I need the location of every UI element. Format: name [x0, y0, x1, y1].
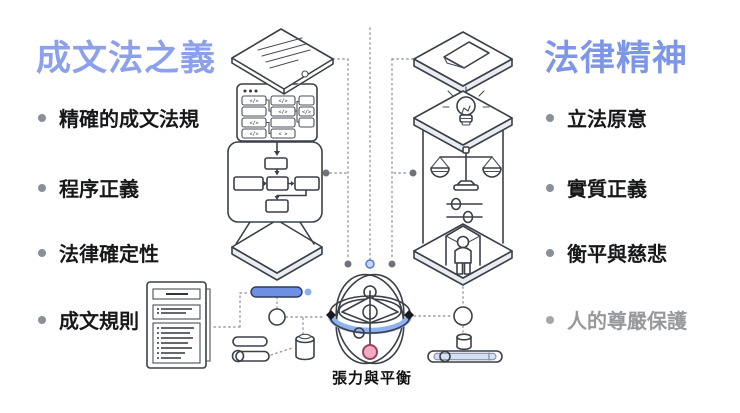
bullet-label: 衡平與慈悲 [567, 244, 667, 266]
code-chip-label: </> [249, 121, 258, 127]
bullet-label: 法律確定性 [59, 244, 159, 266]
bullet-item-right-2: 實質正義 [546, 173, 647, 202]
bullet-dot [546, 248, 554, 257]
bullet-dot [38, 248, 46, 257]
bullet-label: 程序正義 [59, 179, 139, 201]
slider-icon [446, 197, 483, 224]
connector-endpoint-dots [322, 169, 417, 269]
database-cylinder-icon [295, 333, 315, 361]
bullet-label: 精確的成文法規 [59, 109, 199, 131]
node-circle-blue [268, 308, 286, 326]
pill-pink [231, 349, 270, 363]
bullet-dot [38, 113, 46, 122]
tablet-document-icon [231, 28, 334, 95]
bullet-item-left-4: 成文規則 [38, 305, 139, 334]
bullet-item-left-2: 程序正義 [38, 173, 139, 202]
platform-left-icon [231, 219, 323, 281]
justice-channel-lines [422, 123, 504, 244]
progress-pill-blue [250, 286, 312, 298]
bullet-item-left-3: 法律確定性 [38, 238, 159, 267]
bullet-dot [38, 183, 46, 192]
code-chip-label: </> [278, 99, 287, 105]
code-chip-label: </> [249, 99, 258, 105]
connector-dotted-lines [213, 27, 464, 356]
bullet-dot [546, 315, 554, 324]
bullet-label: 人的尊嚴保護 [567, 311, 687, 333]
bullet-dot [38, 315, 46, 324]
pill-slider-icon [427, 350, 503, 363]
pill-neutral [232, 336, 268, 347]
person-platform-icon [413, 223, 513, 286]
bullet-item-right-3: 衡平與慈悲 [546, 238, 667, 267]
bullet-dot [546, 183, 554, 192]
flowchart-icon [227, 140, 323, 245]
bullet-label: 立法原意 [567, 109, 647, 131]
database-cylinder-icon [456, 333, 472, 351]
left-title: 成文法之義 [36, 39, 217, 78]
bullet-item-right-4: 人的尊嚴保護 [546, 305, 687, 334]
bullet-item-right-1: 立法原意 [546, 103, 647, 132]
right-title: 法律精神 [544, 39, 689, 78]
gyroscope-eye-icon [326, 273, 414, 365]
lightbulb-platform-icon [413, 86, 513, 153]
bullet-item-left-1: 精確的成文法規 [38, 103, 199, 132]
bullet-dot [546, 113, 554, 122]
node-circle-pink [453, 306, 473, 326]
code-chip-label: < > [278, 132, 287, 138]
code-chip-label: </> [278, 110, 287, 116]
document-page-icon [146, 281, 211, 369]
code-chip-label: </> [249, 132, 258, 138]
code-chip-label: </> [302, 110, 311, 116]
bullet-label: 實質正義 [567, 179, 647, 201]
code-window-icon: </> </> </> </> </> < > </> [236, 83, 318, 142]
scales-of-justice-icon [430, 146, 502, 191]
center-caption: 張力與平衡 [331, 370, 412, 387]
scroll-platform-icon [413, 31, 513, 94]
bullet-label: 成文規則 [59, 311, 139, 333]
